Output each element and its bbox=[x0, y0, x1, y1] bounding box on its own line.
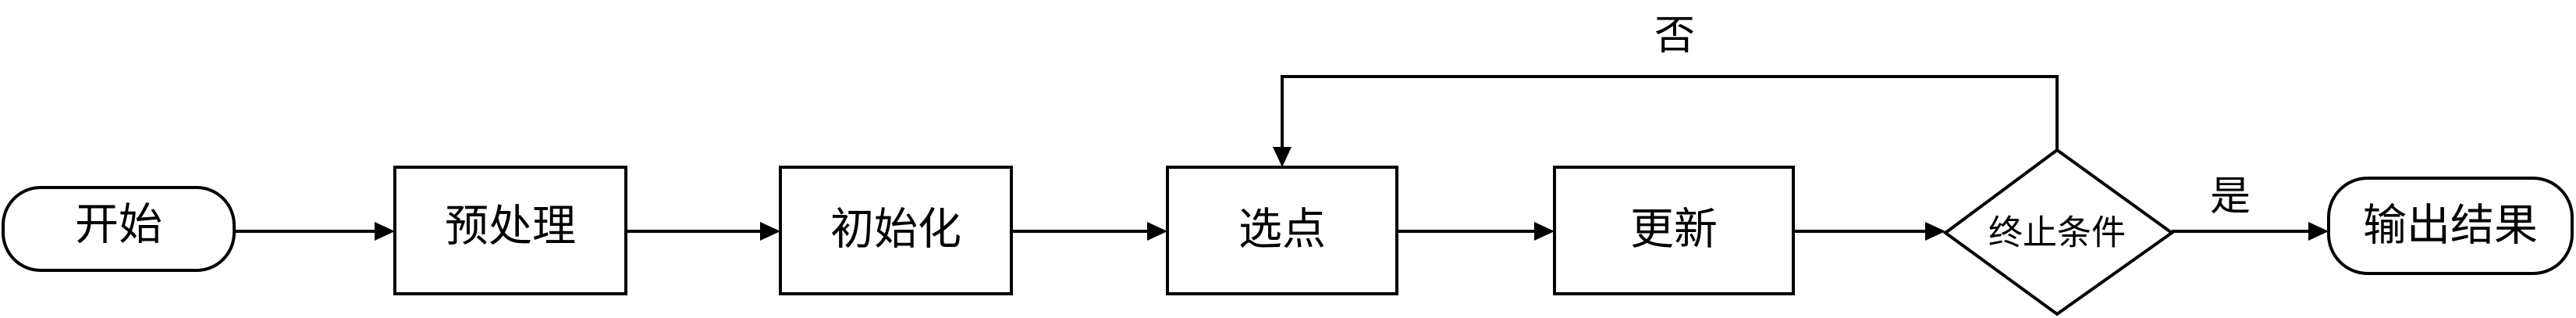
arrowhead bbox=[2308, 222, 2329, 241]
node-update-shape bbox=[1553, 166, 1795, 295]
edge-preprocess-to-init bbox=[626, 222, 780, 241]
node-output: 输出结果 bbox=[2327, 177, 2574, 275]
node-update: 更新 bbox=[1553, 166, 1795, 295]
arrowhead bbox=[375, 222, 395, 241]
node-stop-label: 终止条件 bbox=[1988, 213, 2126, 253]
edge-stop-to-select: 否 bbox=[1273, 13, 2059, 167]
node-init: 初始化 bbox=[779, 166, 1013, 295]
arrowhead bbox=[1273, 147, 1292, 167]
edge-update-to-stop bbox=[1793, 222, 1945, 241]
arrowhead bbox=[1147, 222, 1167, 241]
node-select-label: 选点 bbox=[1238, 205, 1326, 255]
node-output-label: 输出结果 bbox=[2363, 201, 2538, 252]
node-start: 开始 bbox=[2, 186, 236, 272]
node-update-label: 更新 bbox=[1630, 205, 1718, 255]
arrowhead bbox=[1534, 222, 1554, 241]
edge-start-to-preprocess bbox=[234, 222, 395, 241]
node-start-shape bbox=[2, 186, 236, 272]
node-init-label: 初始化 bbox=[830, 205, 961, 255]
node-start-label: 开始 bbox=[75, 200, 162, 251]
edge-stop-to-output: 是 bbox=[2172, 173, 2329, 241]
edge-init-to-select bbox=[1011, 222, 1167, 241]
edge-select-to-update bbox=[1397, 222, 1554, 241]
node-init-shape bbox=[779, 166, 1013, 295]
node-stop: 终止条件 bbox=[1942, 148, 2175, 316]
node-preprocess: 预处理 bbox=[393, 166, 627, 295]
edge-no-label: 否 bbox=[1654, 13, 1695, 59]
node-preprocess-label: 预处理 bbox=[445, 202, 576, 252]
arrowhead bbox=[1925, 222, 1945, 241]
node-output-shape bbox=[2327, 177, 2574, 275]
node-preprocess-shape bbox=[393, 166, 627, 295]
arrowhead bbox=[760, 222, 780, 241]
node-select-shape bbox=[1166, 166, 1398, 295]
node-stop-shape bbox=[1942, 148, 2175, 316]
node-select: 选点 bbox=[1166, 166, 1398, 295]
edge-yes-label: 是 bbox=[2210, 173, 2251, 220]
edge-line bbox=[1281, 75, 2059, 150]
